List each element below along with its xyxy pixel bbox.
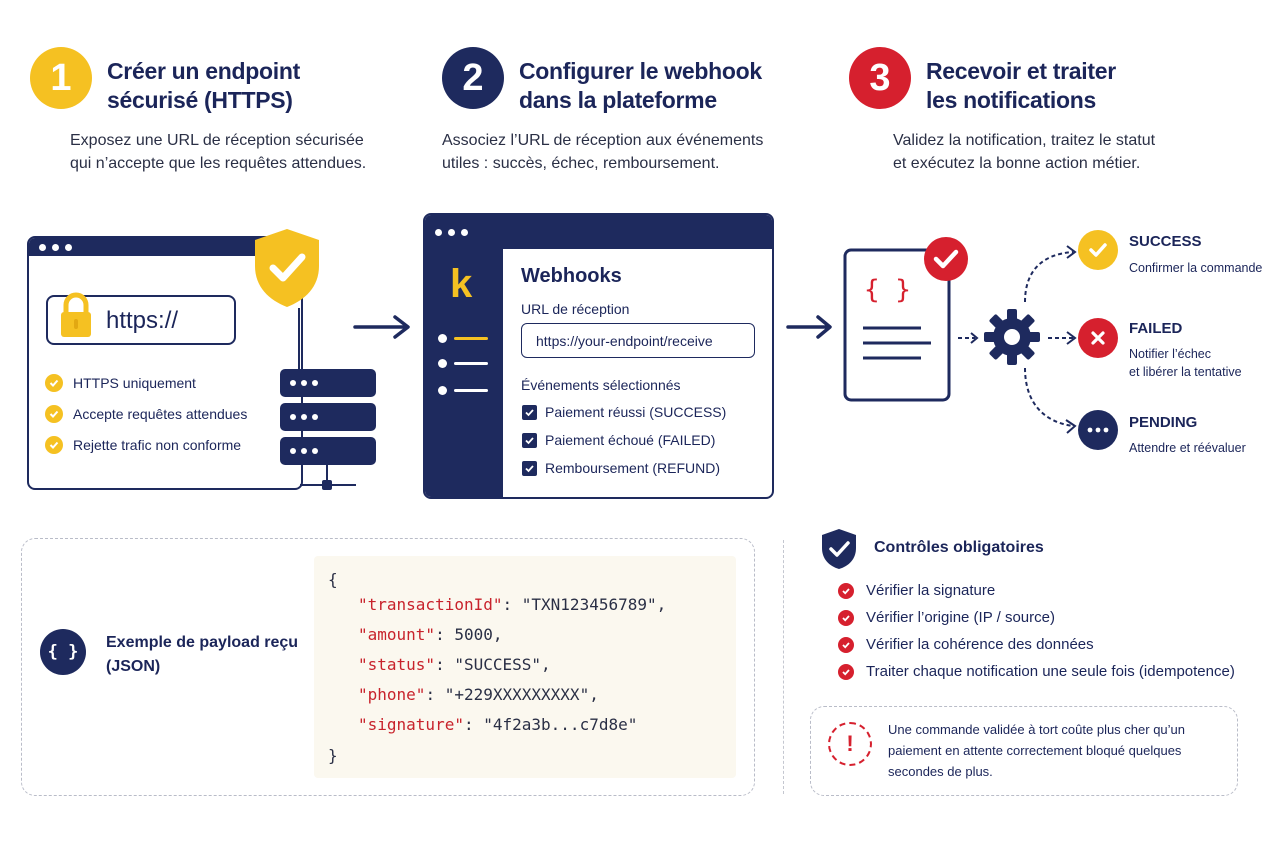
server-rack-icon xyxy=(280,437,376,465)
shield-check-icon xyxy=(255,229,319,307)
webhooks-title: Webhooks xyxy=(521,265,622,287)
code-line-status: "status": "SUCCESS", xyxy=(358,655,551,674)
endpoint-check-item: Accepte requêtes attendues xyxy=(45,405,247,423)
controls-title: Contrôles obligatoires xyxy=(874,539,1044,556)
check-icon xyxy=(838,636,854,653)
dashed-branch-arrows xyxy=(1024,245,1077,434)
warning-box xyxy=(810,706,1238,796)
json-document-icon xyxy=(843,248,951,402)
endpoint-check-item: HTTPS uniquement xyxy=(45,374,196,392)
sidebar-item[interactable] xyxy=(438,334,498,344)
code-line-amount: "amount": 5000, xyxy=(358,625,503,644)
check-icon xyxy=(45,405,63,423)
code-block xyxy=(314,556,736,778)
check-icon xyxy=(45,436,63,454)
window-titlebar xyxy=(29,238,301,256)
url-label: URL de réception xyxy=(521,301,630,317)
check-icon xyxy=(838,663,854,680)
control-item: Traiter chaque notification une seule fo… xyxy=(838,663,1235,680)
verified-check-icon xyxy=(924,237,968,281)
platform-logo: k xyxy=(450,262,473,306)
payload-example-box xyxy=(21,538,755,796)
event-checkbox-row[interactable]: Paiement échoué (FAILED) xyxy=(522,432,715,448)
status-success-desc: Confirmer la commande xyxy=(1129,261,1263,275)
warning-icon: ! xyxy=(828,722,872,766)
check-icon xyxy=(45,374,63,392)
server-rack-icon xyxy=(280,403,376,431)
lock-icon xyxy=(61,292,91,337)
server-rack-icon xyxy=(280,369,376,397)
dashed-arrow-icon xyxy=(958,332,979,344)
sidebar xyxy=(425,249,503,497)
event-checkbox-row[interactable]: Remboursement (REFUND) xyxy=(522,460,720,476)
endpoint-check-item: Rejette trafic non conforme xyxy=(45,436,241,454)
sidebar-item[interactable] xyxy=(438,386,498,396)
code-line-phone: "phone": "+229XXXXXXXXX", xyxy=(358,685,599,704)
status-pending-desc: Attendre et réévaluer xyxy=(1129,441,1246,455)
status-success-icon xyxy=(1078,230,1118,270)
sidebar-item[interactable] xyxy=(438,359,498,369)
server-connector-line xyxy=(298,308,300,370)
status-failed-title: FAILED xyxy=(1129,320,1183,337)
code-line-signature: "signature": "4f2a3b...c7d8e" xyxy=(358,715,638,734)
webhook-config-window xyxy=(423,213,774,499)
warning-text: Une commande validée à tort coûte plus c… xyxy=(888,722,1186,779)
divider xyxy=(783,540,784,794)
shield-check-icon xyxy=(822,529,856,569)
json-icon: { } xyxy=(40,629,86,675)
url-input[interactable]: https://your-endpoint/receive xyxy=(521,323,755,358)
https-url-text: https:// xyxy=(106,307,179,334)
status-pending-title: PENDING xyxy=(1129,414,1198,431)
gear-icon xyxy=(984,309,1040,365)
control-item: Vérifier la signature xyxy=(838,582,995,599)
window-titlebar xyxy=(425,215,772,249)
payload-title: Exemple de payload reçu(JSON) xyxy=(106,634,299,675)
endpoint-browser-window xyxy=(27,236,303,490)
check-icon xyxy=(838,609,854,626)
control-item: Vérifier la cohérence des données xyxy=(838,636,1094,653)
checkbox-checked-icon[interactable] xyxy=(522,432,537,448)
checkbox-checked-icon[interactable] xyxy=(522,460,537,476)
control-item: Vérifier l’origine (IP / source) xyxy=(838,609,1055,626)
event-checkbox-row[interactable]: Paiement réussi (SUCCESS) xyxy=(522,404,726,420)
status-failed-icon xyxy=(1078,318,1118,358)
code-close-brace: } xyxy=(328,746,338,765)
step-number-2: 2 xyxy=(442,47,504,109)
code-line-transactionId: "transactionId": "TXN123456789", xyxy=(358,595,667,614)
server-base-node xyxy=(322,480,332,490)
status-success-title: SUCCESS xyxy=(1129,233,1202,250)
checkbox-checked-icon[interactable] xyxy=(522,404,537,420)
step-number-3: 3 xyxy=(849,47,911,109)
arrow-right-icon xyxy=(353,315,410,339)
code-open-brace: { xyxy=(328,570,338,589)
arrow-right-icon xyxy=(786,315,832,339)
events-label: Événements sélectionnés xyxy=(521,377,681,393)
status-pending-icon xyxy=(1078,410,1118,450)
step-number-1: 1 xyxy=(30,47,92,109)
server-base-line xyxy=(326,465,328,485)
check-icon xyxy=(838,582,854,599)
step-3-description: Validez la notification, traitez le stat… xyxy=(893,132,1156,172)
step-2-description: Associez l’URL de réception aux événemen… xyxy=(442,132,764,172)
json-braces-text: { } xyxy=(864,275,911,305)
